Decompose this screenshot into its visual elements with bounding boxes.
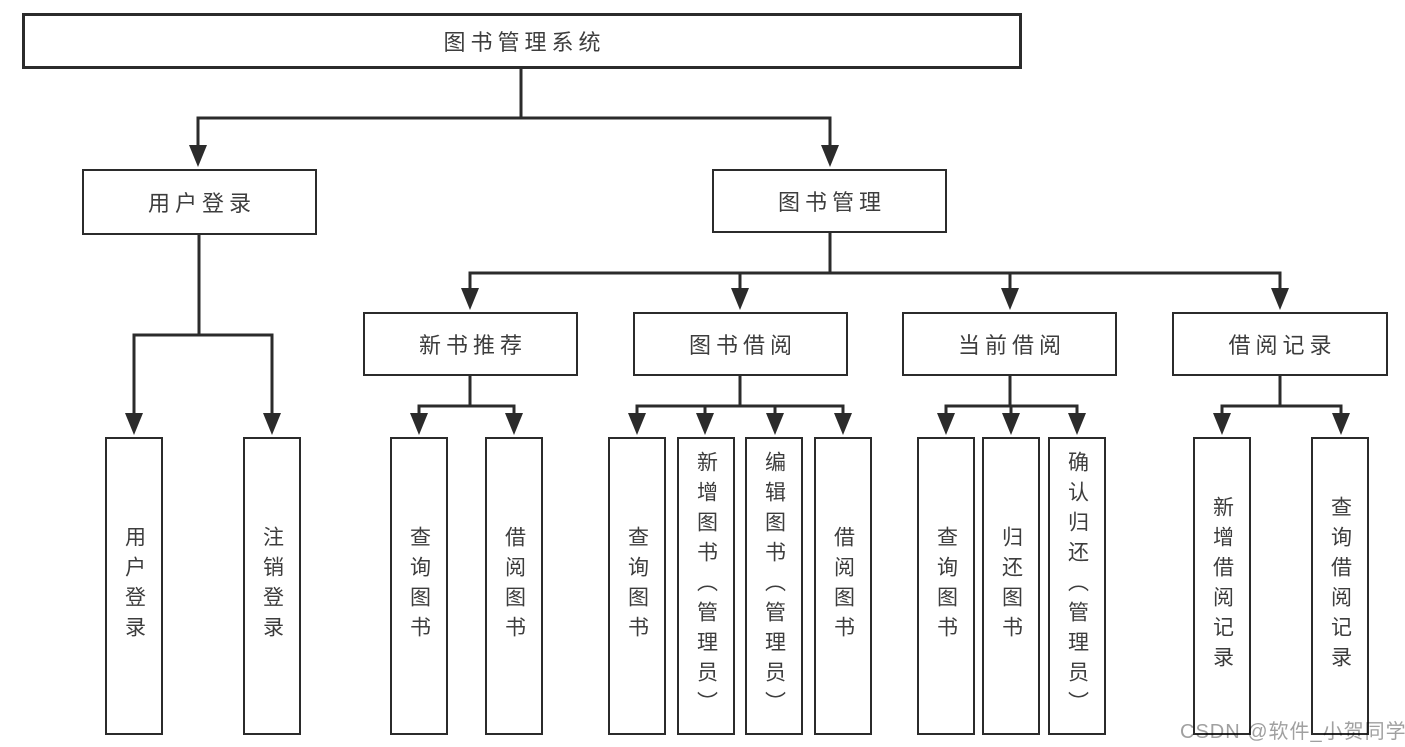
leaf-logout: 注销登录 <box>243 437 301 735</box>
leaf-return-books: 归还图书 <box>982 437 1040 735</box>
leaf-edit-book-admin: 编辑图书（管理员） <box>745 437 803 735</box>
leaf-add-borrow-record: 新增借阅记录 <box>1193 437 1251 735</box>
node-new-book-recommendation: 新书推荐 <box>363 312 578 376</box>
leaf-query-books-current: 查询图书 <box>917 437 975 735</box>
leaf-query-books-borrow: 查询图书 <box>608 437 666 735</box>
node-book-management: 图书管理 <box>712 169 947 233</box>
leaf-borrow-books-recommend: 借阅图书 <box>485 437 543 735</box>
leaf-query-books-recommend: 查询图书 <box>390 437 448 735</box>
leaf-add-book-admin: 新增图书（管理员） <box>677 437 735 735</box>
leaf-borrow-books: 借阅图书 <box>814 437 872 735</box>
watermark: CSDN @软件_小贺同学 <box>1180 721 1405 743</box>
node-user-login: 用户登录 <box>82 169 317 235</box>
leaf-query-borrow-record: 查询借阅记录 <box>1311 437 1369 735</box>
node-borrowing-records: 借阅记录 <box>1172 312 1388 376</box>
node-root: 图书管理系统 <box>22 13 1022 69</box>
leaf-confirm-return-admin: 确认归还（管理员） <box>1048 437 1106 735</box>
leaf-user-login: 用户登录 <box>105 437 163 735</box>
node-current-borrowing: 当前借阅 <box>902 312 1117 376</box>
node-book-borrowing: 图书借阅 <box>633 312 848 376</box>
